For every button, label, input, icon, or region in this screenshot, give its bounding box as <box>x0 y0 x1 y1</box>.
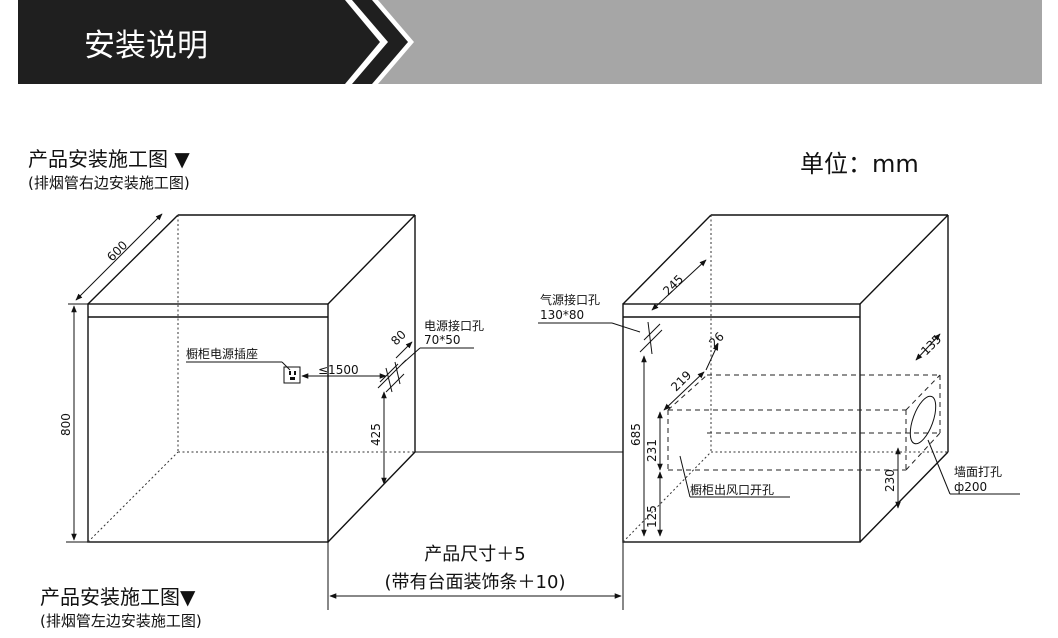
power-hole-dim-80: 80 <box>388 327 409 348</box>
dim-26-label: 26 <box>706 329 727 350</box>
dim-800-label: 800 <box>59 413 73 436</box>
gap-line1: 产品尺寸＋5 <box>424 544 525 565</box>
heading-right-exhaust: 产品安装施工图 ▼ <box>28 147 190 171</box>
dim-800: 800 <box>59 305 88 543</box>
gap-dimension: 产品尺寸＋5 (带有台面装饰条＋10) <box>327 542 624 610</box>
wall-hole-icon <box>909 395 937 445</box>
header-chevron-icon <box>352 0 408 84</box>
heading-left-exhaust: 产品安装施工图▼ <box>40 585 196 609</box>
gas-hole-size: 130*80 <box>540 308 584 322</box>
exhaust-duct <box>667 374 941 471</box>
header-dark-block <box>18 0 380 84</box>
power-hole-dim-425: 425 <box>369 423 383 446</box>
outlet-label: 橱柜出风口开孔 <box>690 483 774 497</box>
cabinet-left <box>87 214 416 543</box>
dim-230-label: 230 <box>883 469 897 492</box>
socket-label: 橱柜电源插座 <box>186 346 258 361</box>
dim-135-label: 135 <box>918 332 944 358</box>
dim-685-label: 685 <box>629 423 643 446</box>
dim-125-label: 125 <box>645 505 659 528</box>
power-socket: 橱柜电源插座 ≤1500 <box>186 346 387 384</box>
wall-hole-size: ф200 <box>954 480 987 494</box>
subheading-left-exhaust: (排烟管左边安装施工图) <box>40 612 202 630</box>
header-banner: 安装说明 <box>18 0 1042 84</box>
wall-hole-label: 墙面打孔 <box>954 465 1002 479</box>
header-gray-band <box>378 0 1042 84</box>
header-title: 安装说明 <box>84 28 208 64</box>
unit-label: 单位：mm <box>800 150 919 178</box>
socket-icon <box>283 366 301 384</box>
gap-line2: (带有台面装饰条＋10) <box>385 572 566 593</box>
gas-hole-label: 气源接口孔 <box>540 292 600 307</box>
duct-dimensions: 26 219 685 231 125 橱柜出风口开孔 135 230 墙面打孔 … <box>629 329 1020 537</box>
dim-600-label: 600 <box>104 238 130 264</box>
power-hole: 80 425 电源接口孔 70*50 <box>369 318 484 485</box>
power-hole-size: 70*50 <box>424 333 461 347</box>
cabinet-right <box>622 214 949 543</box>
dim-245-label: 245 <box>660 272 686 298</box>
gas-hole: 气源接口孔 130*80 245 <box>538 259 707 355</box>
socket-distance-label: ≤1500 <box>318 363 359 377</box>
dim-600: 600 <box>68 213 163 305</box>
dim-231-label: 231 <box>645 439 659 462</box>
power-hole-label: 电源接口孔 <box>424 318 484 333</box>
subheading-right-exhaust: (排烟管右边安装施工图) <box>28 174 190 192</box>
